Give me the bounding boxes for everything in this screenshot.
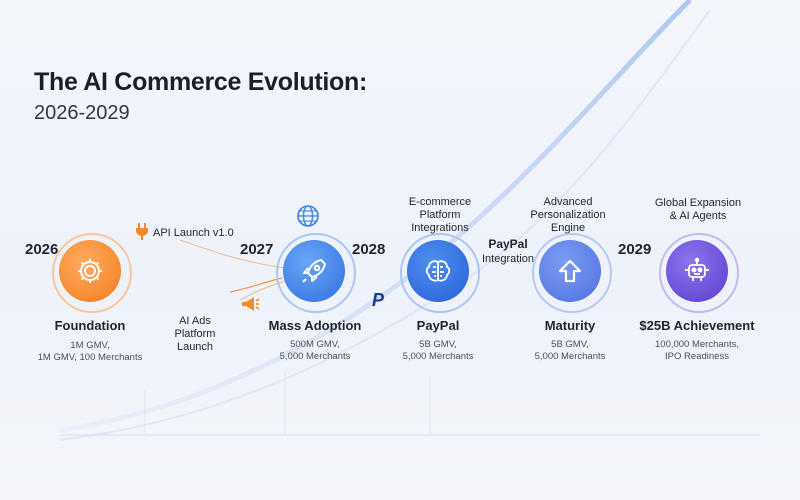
megaphone-icon bbox=[240, 295, 260, 318]
achievement-node-ring bbox=[659, 233, 739, 313]
year-2027: 2027 bbox=[240, 241, 274, 258]
paypal-node-ring bbox=[400, 233, 480, 313]
plug-icon bbox=[134, 222, 150, 245]
robot-icon bbox=[685, 257, 709, 281]
callout-paypal-integration-sub: Integration bbox=[482, 253, 534, 265]
callout-api-launch: API Launch v1.0 bbox=[153, 227, 234, 239]
callout-ai-ads: AI Ads Platform Launch bbox=[174, 315, 216, 353]
milestone-desc-foundation: 1M GMV, 1M GMV, 100 Merchants bbox=[37, 340, 143, 363]
callout-paypal-integration-title: PayPal bbox=[488, 237, 528, 251]
mass-adoption-node bbox=[283, 240, 345, 302]
milestone-desc-mass-adoption: 500M GMV, 5,000 Merchants bbox=[279, 339, 351, 362]
milestone-desc-achievement: 100,000 Merchants, IPO Readiness bbox=[655, 339, 739, 362]
paypal-logo-icon: P bbox=[372, 290, 385, 310]
arrow-up-icon bbox=[558, 259, 582, 283]
achievement-node bbox=[666, 240, 728, 302]
year-2029: 2029 bbox=[618, 241, 652, 258]
gear-icon bbox=[78, 259, 102, 283]
milestone-desc-paypal: 5B GMV, 5,000 Merchants bbox=[402, 339, 474, 362]
foundation-node bbox=[59, 240, 121, 302]
paypal-node bbox=[407, 240, 469, 302]
mass-adoption-node-ring bbox=[276, 233, 356, 313]
year-2028: 2028 bbox=[352, 241, 386, 258]
callout-personalization: Advanced Personalization Engine bbox=[530, 196, 606, 234]
milestone-name-mass-adoption: Mass Adoption bbox=[268, 318, 362, 333]
rocket-icon bbox=[302, 259, 326, 283]
year-2026: 2026 bbox=[25, 241, 59, 258]
milestone-desc-maturity: 5B GMV, 5,000 Merchants bbox=[534, 339, 606, 362]
foundation-node-ring bbox=[52, 233, 132, 313]
milestone-name-achievement: $25B Achievement bbox=[639, 318, 755, 333]
callout-global: Global Expansion & AI Agents bbox=[654, 197, 742, 222]
brain-icon bbox=[425, 260, 451, 282]
milestone-name-foundation: Foundation bbox=[54, 318, 126, 333]
callout-ecommerce: E-commerce Platform Integrations bbox=[408, 196, 472, 234]
globe-icon bbox=[296, 204, 320, 233]
maturity-node-ring bbox=[532, 233, 612, 313]
maturity-node bbox=[539, 240, 601, 302]
milestone-name-paypal: PayPal bbox=[416, 318, 460, 333]
milestone-name-maturity: Maturity bbox=[544, 318, 596, 333]
page-title: The AI Commerce Evolution: bbox=[34, 68, 367, 96]
page-subtitle: 2026-2029 bbox=[34, 102, 130, 124]
